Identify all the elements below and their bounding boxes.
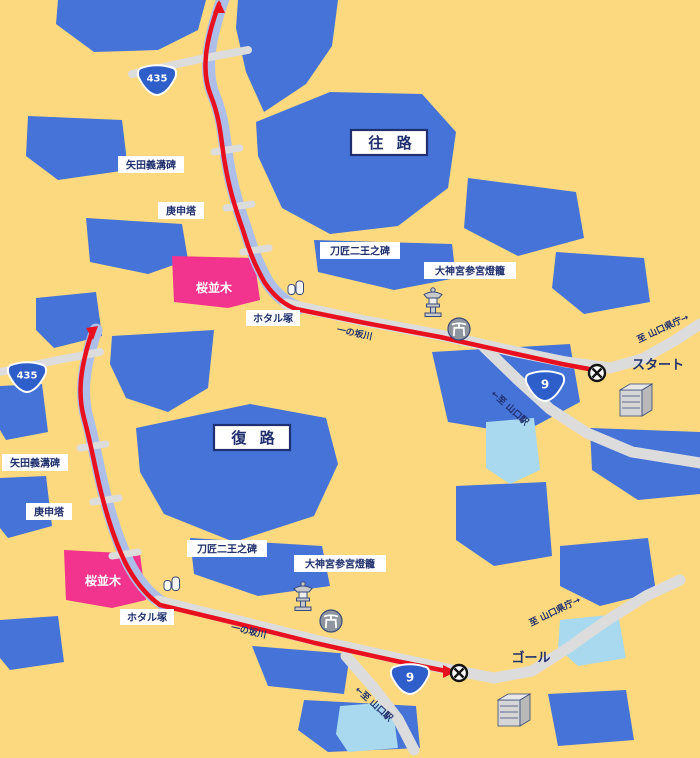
landmark-label-tosho: 刀匠二王之碑 [197, 543, 257, 556]
return-panel-label: 復 路 [230, 429, 278, 447]
outbound-panel-labels: 往 路 矢田義溝碑 庚申塔 刀匠二王之碑 大神宮参宮燈籠 ホタル塚 桜並木 スタ… [118, 64, 691, 429]
route-shield-number: 9 [541, 378, 549, 392]
city-block [0, 384, 48, 440]
river [202, 0, 306, 315]
landmark-label-box [424, 262, 516, 279]
landmark-label-box [26, 503, 72, 520]
landmark-label-box [294, 555, 386, 572]
landmark-label-box [320, 242, 400, 259]
landmark-label-box [187, 540, 267, 557]
outbound-panel-box [349, 128, 429, 157]
route-arrow-right [443, 665, 456, 678]
city-block [432, 344, 580, 434]
shrine-torii-icon [447, 317, 471, 341]
pond [486, 418, 540, 484]
city-block [36, 292, 102, 348]
city-block [86, 218, 188, 274]
bridge [210, 144, 244, 156]
landmark-label-yata: 矢田義溝碑 [126, 159, 176, 172]
city-block [456, 482, 552, 566]
city-block [56, 0, 206, 52]
route-shield-number: 435 [17, 371, 38, 382]
bridge [239, 244, 273, 256]
route-shield-number: 435 [147, 74, 168, 85]
sakura-area [172, 256, 260, 308]
main-road [152, 574, 686, 684]
landmark-label-box [246, 310, 300, 326]
route-shield-number: 9 [406, 671, 414, 685]
ponds [336, 418, 626, 752]
start-point-marker-icon [587, 363, 607, 383]
landmark-label-yata: 矢田義溝碑 [10, 457, 60, 470]
city-block [110, 330, 214, 412]
route-arrow-up [213, 0, 225, 13]
start-label: スタート [632, 358, 684, 373]
goal-point-marker-icon [449, 663, 469, 683]
landmark-label-sakura: 桜並木 [196, 280, 233, 295]
goal-label: ゴール [511, 650, 550, 666]
city-block [552, 252, 650, 314]
landmark-label-koshinto: 庚申塔 [166, 205, 197, 218]
landmark-label-box [120, 609, 174, 625]
bridge [108, 548, 142, 560]
shrine-torii-icon [319, 609, 343, 633]
pond [558, 614, 626, 666]
city-block [548, 690, 634, 746]
city-block [26, 116, 128, 180]
city-block [236, 0, 338, 112]
city-block [560, 538, 656, 606]
outbound-panel-label: 往 路 [368, 134, 415, 152]
landmark-label-hotaruzuka: ホタル塚 [127, 611, 167, 624]
landmark-label-koshinto: 庚申塔 [34, 506, 65, 519]
landmark-label-daijingu: 大神宮参宮燈籠 [305, 558, 375, 571]
bridge [222, 200, 256, 212]
landmark-label-box [158, 202, 204, 219]
return-route-line [78, 329, 449, 674]
bridge [89, 494, 123, 506]
landmark-label-box [2, 454, 68, 471]
route-shield-9: 9 [389, 663, 431, 695]
landmark-label-tosho: 刀匠二王之碑 [330, 245, 390, 258]
prefecture-building-icon [497, 693, 531, 727]
branch-road [478, 341, 700, 469]
route-shield-435: 435 [136, 64, 178, 96]
city-block [464, 178, 584, 256]
landmark-label-hotaruzuka: ホタル塚 [253, 312, 293, 325]
branch-road [340, 650, 420, 756]
course-routes [78, 0, 592, 678]
route-shield-9: 9 [524, 370, 566, 402]
landmark-label-box [118, 156, 184, 173]
river [77, 323, 171, 611]
outbound-route-line [203, 1, 592, 372]
city-block [0, 616, 64, 670]
roads [0, 46, 700, 756]
landmark-label-daijingu: 大神宮参宮燈籠 [435, 265, 505, 278]
route-arrow-down [86, 326, 98, 340]
route-shield-435: 435 [6, 361, 48, 393]
city-block [256, 92, 456, 234]
prefecture-building-icon [619, 383, 653, 417]
return-panel-box [212, 423, 292, 452]
city-block [252, 646, 350, 694]
rivers [77, 0, 306, 611]
landmark-label-sakura: 桜並木 [85, 573, 122, 588]
pond [336, 702, 398, 752]
